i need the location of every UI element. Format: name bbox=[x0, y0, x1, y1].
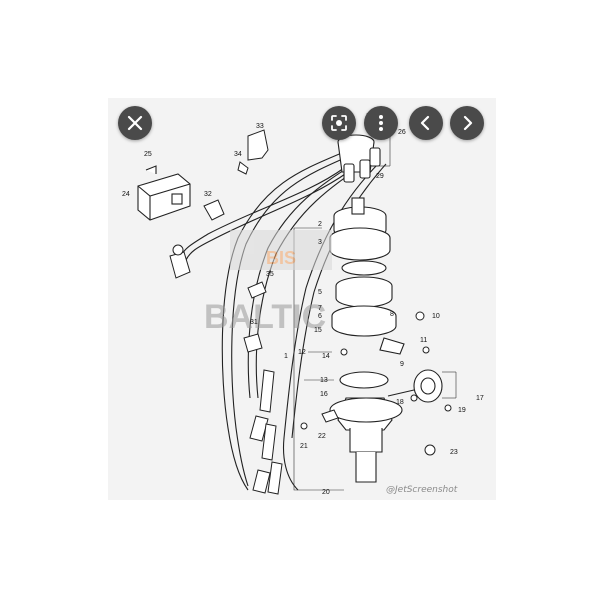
coil-lead-boot bbox=[169, 244, 191, 279]
part-label: 9 bbox=[400, 361, 404, 368]
part-label: 7 bbox=[318, 305, 322, 312]
screenshot-credit: @JetScreenshot bbox=[386, 485, 458, 495]
part-label: 8 bbox=[390, 311, 394, 318]
part-label: 35 bbox=[266, 271, 274, 278]
vacuum-advance-unit bbox=[387, 369, 443, 403]
part-label: 1 bbox=[284, 353, 288, 360]
part-label: 25 bbox=[144, 151, 152, 158]
watermark-line2: BALTIC bbox=[204, 298, 326, 336]
distributor-body bbox=[329, 197, 405, 483]
part-label: 5 bbox=[318, 289, 322, 296]
watermark: BIS BALTIC bbox=[204, 230, 332, 336]
part-label: 16 bbox=[320, 391, 328, 398]
part-label: 23 bbox=[450, 449, 458, 456]
distributor-cap bbox=[337, 134, 381, 183]
small-hardware bbox=[243, 281, 452, 456]
part-label: 24 bbox=[122, 191, 130, 198]
close-icon bbox=[127, 115, 143, 131]
part-label: 21 bbox=[300, 443, 308, 450]
part-label: 29 bbox=[376, 173, 384, 180]
part-label: 14 bbox=[322, 353, 330, 360]
part-number-labels: 2 3 5 6 7 8 9 10 11 12 13 14 15 16 17 18… bbox=[122, 113, 484, 496]
spark-plug-boots bbox=[249, 369, 283, 495]
part-label: 15 bbox=[314, 327, 322, 334]
lead-clamp bbox=[203, 129, 269, 221]
part-label: 2 bbox=[318, 221, 322, 228]
part-label: 33 bbox=[256, 123, 264, 130]
more-options-button[interactable] bbox=[364, 106, 398, 140]
next-image-button[interactable] bbox=[450, 106, 484, 140]
more-vertical-icon bbox=[379, 115, 383, 131]
part-label: 3 bbox=[318, 239, 322, 246]
close-button[interactable] bbox=[118, 106, 152, 140]
chevron-right-icon bbox=[463, 115, 473, 131]
part-label: 6 bbox=[318, 313, 322, 320]
leader-lines bbox=[293, 118, 457, 491]
part-label: 31 bbox=[250, 319, 258, 326]
previous-image-button[interactable] bbox=[409, 106, 443, 140]
lens-icon bbox=[331, 115, 347, 131]
part-label: 11 bbox=[420, 337, 427, 344]
ignition-coil bbox=[137, 165, 191, 221]
part-label: 18 bbox=[396, 399, 404, 406]
part-label: 20 bbox=[322, 489, 330, 496]
part-label: 32 bbox=[204, 191, 212, 198]
part-label: 13 bbox=[320, 377, 328, 384]
part-label: 19 bbox=[458, 407, 466, 414]
lens-search-button[interactable] bbox=[322, 106, 356, 140]
distributor-exploded-diagram: BIS BALTIC 2 3 5 6 7 8 9 10 11 12 13 14 … bbox=[122, 113, 484, 496]
part-label: 26 bbox=[398, 129, 406, 136]
watermark-line1: BIS bbox=[266, 248, 296, 268]
part-label: 12 bbox=[298, 349, 306, 356]
parts-diagram: BIS BALTIC 2 3 5 6 7 8 9 10 11 12 13 14 … bbox=[108, 98, 496, 500]
part-label: 17 bbox=[476, 395, 484, 402]
chevron-left-icon bbox=[420, 115, 430, 131]
part-label: 34 bbox=[234, 151, 242, 158]
part-label: 22 bbox=[318, 433, 326, 440]
part-label: 10 bbox=[432, 313, 440, 320]
